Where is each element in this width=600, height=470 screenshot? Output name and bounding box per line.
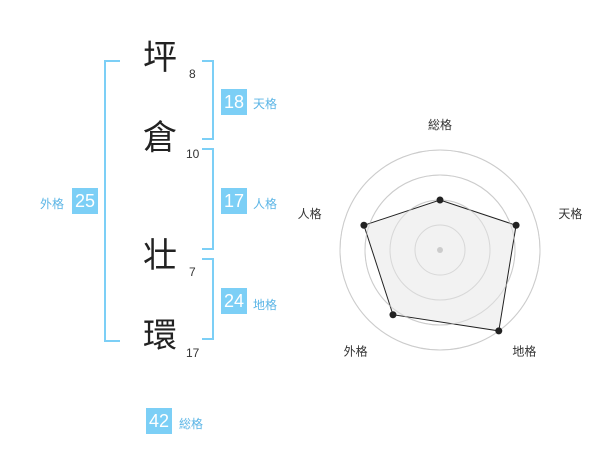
stroke-count-3: 7 xyxy=(189,265,196,279)
chikaku-bracket xyxy=(202,258,214,340)
jinkaku-label: 人格 xyxy=(253,197,278,211)
stroke-count-2: 10 xyxy=(186,147,200,161)
radar-point-2 xyxy=(512,221,520,229)
soukaku-badge: 42 xyxy=(146,408,172,434)
stroke-count-4: 17 xyxy=(186,346,200,360)
radar-point-1 xyxy=(436,196,444,204)
radar-center-dot xyxy=(437,247,443,253)
radar-axis-label-1: 総格 xyxy=(428,117,452,132)
chikaku-badge: 24 xyxy=(221,288,247,314)
gaikaku-label: 外格 xyxy=(40,197,65,211)
radar-axis-label-3: 地格 xyxy=(512,343,536,358)
radar-point-5 xyxy=(360,221,368,229)
name-char-1: 坪 xyxy=(143,38,177,78)
stroke-count-1: 8 xyxy=(189,67,196,81)
tenkaku-bracket xyxy=(202,60,214,140)
radar-grid-ring-overlay xyxy=(364,174,516,326)
radar-point-3 xyxy=(495,327,503,335)
chikaku-label: 地格 xyxy=(253,298,278,312)
name-char-4: 環 xyxy=(143,316,177,356)
radar-grid-ring-overlay xyxy=(414,224,466,276)
jinkaku-badge: 17 xyxy=(221,188,247,214)
gaikaku-bracket xyxy=(104,60,120,342)
radar-grid-ring-overlay xyxy=(339,149,541,351)
soukaku-label: 総格 xyxy=(179,417,204,431)
tenkaku-badge: 18 xyxy=(221,89,247,115)
radar-polygon xyxy=(363,199,517,332)
radar-axis-label-5: 人格 xyxy=(298,206,322,221)
jinkaku-bracket xyxy=(202,148,214,250)
radar-point-4 xyxy=(389,311,397,319)
gaikaku-badge: 25 xyxy=(72,188,98,214)
radar-axis-label-2: 天格 xyxy=(558,206,582,221)
tenkaku-label: 天格 xyxy=(253,97,278,111)
radar-axis-label-4: 外格 xyxy=(344,343,368,358)
name-char-3: 壮 xyxy=(143,236,177,276)
name-char-2: 倉 xyxy=(143,118,177,158)
